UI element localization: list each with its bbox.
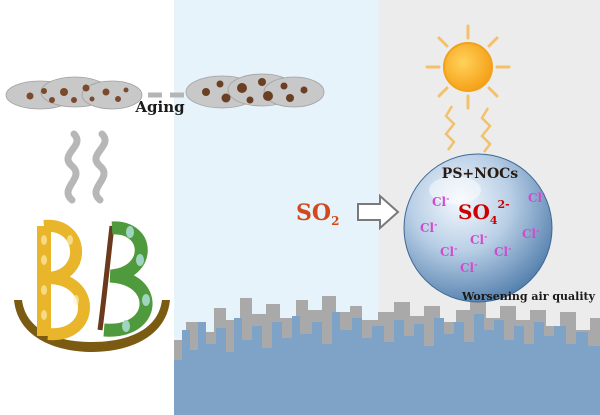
smoke-icon: [64, 130, 109, 204]
chloride-ion: Cl-: [440, 243, 457, 259]
worsening-air-quality-label: Worsening air quality: [461, 290, 596, 303]
so2-main: SO: [296, 200, 331, 226]
chloride-ion: Cl-: [528, 189, 545, 205]
so4-subscript: 4: [490, 214, 498, 227]
sun-icon: [425, 24, 511, 110]
light-rays-icon: [444, 105, 492, 153]
aerosol-particle-sphere: [403, 153, 553, 303]
chloride-ion: Cl-: [460, 259, 477, 275]
chloride-ions: Cl- Cl- Cl- Cl- Cl- Cl- Cl- Cl-: [420, 189, 545, 275]
psnocs-label: PS+NOCs: [442, 166, 519, 182]
wheat-letter-icon: [37, 219, 90, 341]
fresh-aerosol: [5, 76, 143, 110]
so2-label: SO2: [296, 200, 339, 228]
chloride-ion: Cl-: [494, 243, 511, 259]
so2-subscript: 2: [331, 214, 339, 228]
so4-main: SO: [458, 200, 490, 224]
chloride-ion: Cl-: [470, 231, 487, 247]
chloride-ion: Cl-: [432, 193, 449, 209]
so4-label: SO42-: [458, 198, 510, 227]
sphere-highlight: [429, 176, 481, 204]
skyline-front: [174, 312, 600, 415]
so4-superscript: 2-: [498, 198, 510, 211]
chloride-ion: Cl-: [522, 225, 539, 241]
leaf-letter-icon: [97, 221, 153, 337]
chloride-ion: Cl-: [420, 219, 437, 235]
aging-label: Aging: [134, 98, 185, 116]
reaction-arrow: [357, 193, 400, 231]
aged-aerosol: [185, 73, 325, 109]
